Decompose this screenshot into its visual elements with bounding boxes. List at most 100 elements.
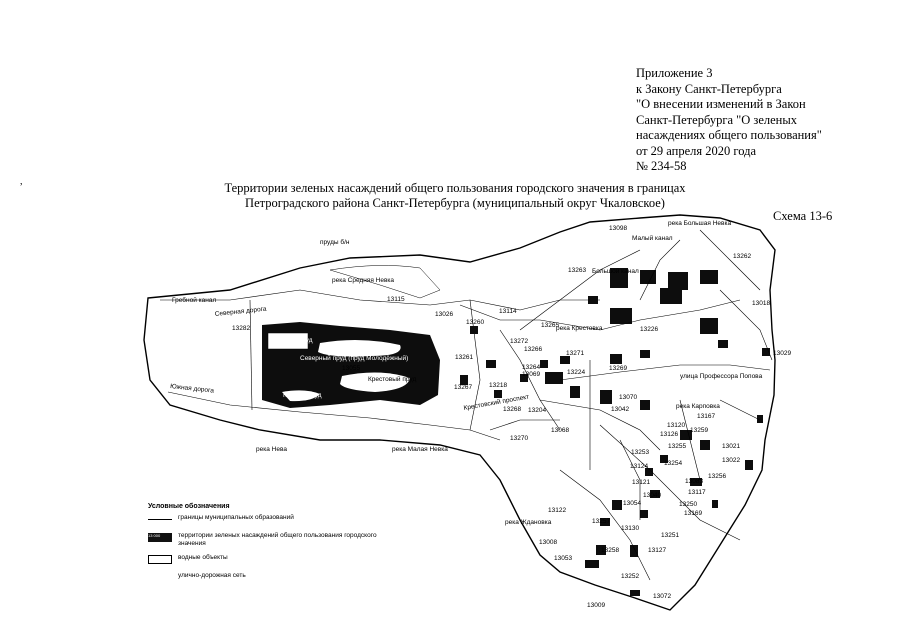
appendix-line: № 234-58	[636, 159, 687, 173]
parcel-id-label: 13255	[668, 443, 686, 450]
parcel-id-label: 13257	[592, 518, 610, 525]
parcel-id-label: 13018	[752, 300, 770, 307]
parcel-id-label: 13130	[621, 525, 639, 532]
parcel-id-label: 13271	[566, 350, 584, 357]
parcel-id-label: 13121	[632, 479, 650, 486]
parcel-id-label: 13167	[697, 413, 715, 420]
street-network	[459, 229, 773, 581]
parcel-id-label: 13282	[232, 325, 250, 332]
parcel-id-label: 13008	[539, 539, 557, 546]
label-yuzhnaya-doroga: Южная дорога	[170, 383, 215, 395]
parcel-id-label: 13266	[524, 346, 542, 353]
label-krestovka: река Крестовка	[556, 325, 603, 332]
parcel-id-label: 13264	[522, 364, 540, 371]
parcel-id-label: 13072	[653, 593, 671, 600]
parcel-id-labels: 13098 13262 13263 13018 13115 13026 13260 13114…	[232, 225, 791, 609]
street-swatch-icon	[148, 573, 172, 582]
label-grebnoy-kanal: Гребной канал	[172, 296, 216, 304]
label-prof-popova: улица Профессора Попова	[680, 373, 763, 380]
stray-mark: ,	[20, 176, 23, 187]
legend: Условные обозначения границы муниципальн…	[148, 503, 378, 589]
parcel-id-label: 13115	[387, 296, 405, 303]
map-title-line-1: Территории зеленых насаждений общего пол…	[224, 181, 686, 195]
appendix-line: от 29 апреля 2020 года	[636, 143, 757, 158]
label-malaya-nevka: река Малая Невка	[392, 446, 448, 453]
label-lipovy-prud: Липовый пруд	[270, 336, 313, 344]
appendix-line: насаждениях общего пользования"	[636, 128, 822, 142]
appendix-line: к Закону Санкт-Петербурга	[636, 81, 782, 96]
parcel-id-label: 13042	[611, 406, 629, 413]
appendix-line: "О внесении изменений в Закон	[636, 97, 806, 111]
parcel-id-label: 13083	[685, 478, 703, 485]
green-parcels	[460, 268, 770, 596]
parcel-id-label: 13269	[609, 365, 627, 372]
water-swatch-icon	[148, 555, 172, 564]
legend-text: улично-дорожная сеть	[178, 572, 246, 579]
label-yuzhny-prud: Южный пруд	[283, 391, 322, 399]
pond-lipovy	[267, 332, 309, 350]
label-bolshoy-kanal: Большой канал	[592, 267, 639, 275]
parcel-id-label: 13259	[690, 427, 708, 434]
parcel-id-label: 13022	[722, 457, 740, 464]
parcel-id-label: 13254	[664, 460, 682, 467]
parcel-id-label: 13218	[489, 382, 507, 389]
parcel-id-label: 13117	[688, 489, 706, 496]
legend-title: Условные обозначения	[148, 503, 230, 510]
parcel-id-label: 13260	[466, 319, 484, 326]
parcel-id-label: 13114	[499, 308, 517, 315]
parcel-id-label: 13098	[609, 225, 627, 232]
legend-text: территории зеленых насаждений общего пол…	[178, 532, 377, 547]
parcel-id-label: 13029	[773, 350, 791, 357]
label-srednyaya-nevka: река Средняя Невка	[332, 277, 394, 284]
legend-item-street: улично-дорожная сеть	[148, 571, 378, 589]
parcel-id-label: 13040	[643, 492, 661, 499]
parcel-id-label: 13270	[510, 435, 528, 442]
parcel-id-label: 13251	[661, 532, 679, 539]
parcel-id-label: 13122	[548, 507, 566, 514]
label-prudy: пруды б/н	[320, 238, 350, 246]
appendix-line: Приложение 3	[636, 66, 713, 80]
parcel-id-label: 13267	[454, 384, 472, 391]
parcel-id-label: 13126	[660, 431, 678, 438]
parcel-id-label: 13127	[648, 547, 666, 554]
parcel-id-label: 13263	[568, 267, 586, 274]
pond-krestovy	[340, 372, 410, 392]
parcel-id-label: 13120	[667, 422, 685, 429]
label-zhdanovka: река Ждановка	[505, 519, 552, 526]
parcel-id-label: 13204	[528, 407, 546, 414]
parcel-id-label: 13169	[684, 510, 702, 517]
parcel-id-label: 13070	[619, 394, 637, 401]
parcel-id-label: 13262	[733, 253, 751, 260]
label-severnaya-doroga: Северная дорога	[214, 306, 267, 318]
parcel-id-label: 13256	[708, 473, 726, 480]
parcel-id-label: 13054	[623, 500, 641, 507]
parcel-id-label: 13021	[722, 443, 740, 450]
municipal-boundary	[143, 214, 776, 611]
legend-text: границы муниципальных образований	[178, 514, 294, 521]
parcel-id-label: 13026	[435, 311, 453, 318]
parcel-id-label: 13272	[510, 338, 528, 345]
label-krestovy-prud: Крестовый пруд	[368, 375, 416, 383]
parcel-id-label: 13252	[621, 573, 639, 580]
appendix-block: Приложение 3 к Закону Санкт-Петербурга "…	[636, 66, 896, 175]
parcel-id-label: 13055	[342, 365, 360, 372]
parcel-id-label: 13261	[455, 354, 473, 361]
parcel-id-label: 13224	[567, 369, 585, 376]
parcel-id-label: 13268	[503, 406, 521, 413]
appendix-line: Санкт-Петербурга "О зеленых	[636, 112, 797, 127]
label-maly-kanal: Малый канал	[632, 234, 673, 242]
parcel-id-label: 13068	[551, 427, 569, 434]
map-title: Территории зеленых насаждений общего пол…	[150, 181, 760, 211]
label-severny-prud: Северный пруд (пруд Молодёжный)	[300, 354, 408, 362]
legend-text: водные объекты	[178, 554, 228, 561]
scheme-label: Схема 13-6	[773, 209, 833, 223]
parcel-id-label: 13226	[640, 326, 658, 333]
boundary-line-icon	[148, 519, 172, 520]
parcel-id-label: 13258	[601, 547, 619, 554]
legend-item-green: 13 000 территории зеленых насаждений общ…	[148, 531, 378, 553]
pond-severny	[318, 339, 401, 357]
pond-yuzhny	[282, 390, 320, 402]
legend-item-water: водные объекты	[148, 553, 378, 571]
label-bolshaya-nevka: река Большая Невка	[668, 220, 731, 227]
